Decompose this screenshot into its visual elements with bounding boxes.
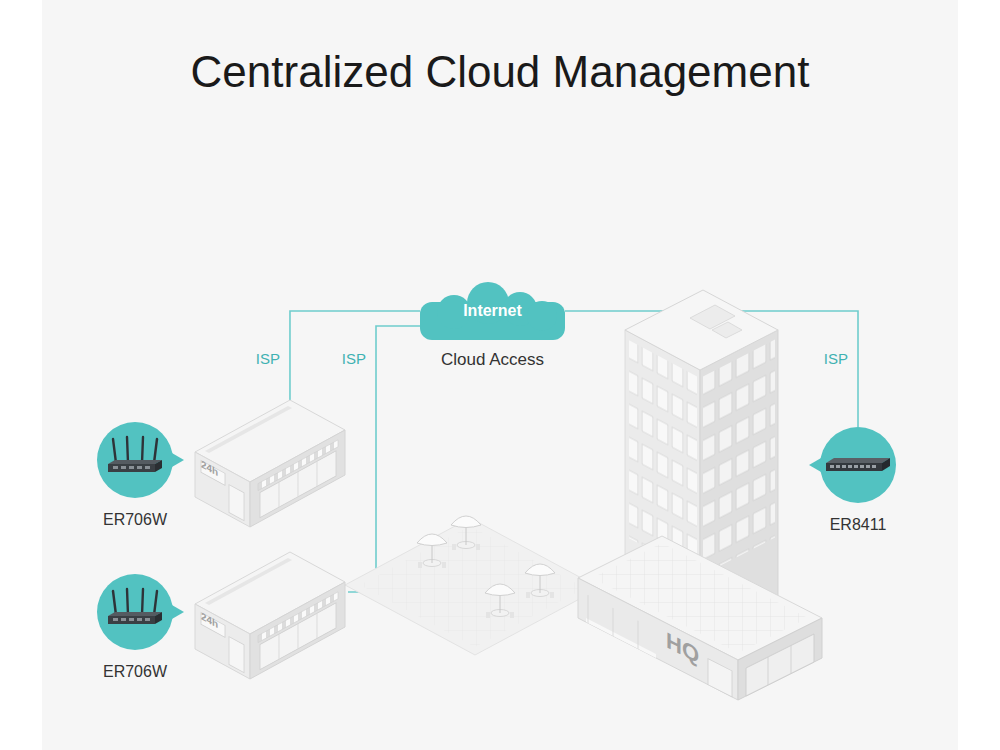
internet-cloud: InternetCloud Access (420, 282, 565, 340)
device-model: ER706W (103, 511, 167, 529)
device-model: ER706W (103, 663, 167, 681)
link-label: ISP (340, 350, 368, 367)
building-sign: 24h (201, 611, 218, 630)
cloud-caption: Cloud Access (441, 350, 544, 370)
isp-link (290, 311, 420, 400)
router-icon (826, 458, 890, 471)
callout-circle (97, 574, 173, 650)
router-callout: ER8411 (820, 427, 896, 503)
cloud-label: Internet (420, 282, 565, 340)
callout-circle (97, 422, 173, 498)
callout-circle (820, 427, 896, 503)
router-callout: ER706W (97, 422, 173, 498)
router-icon (108, 437, 162, 472)
branch-store: 24h (192, 400, 348, 532)
building-sign: HQ (666, 629, 699, 668)
router-callout: ER706W (97, 574, 173, 650)
link-label: ISP (254, 350, 282, 367)
page-title: Centralized Cloud Management (0, 46, 1000, 99)
hq-building: HQ (578, 290, 823, 700)
branch-store: 24h (192, 552, 348, 684)
router-icon (108, 589, 162, 624)
building-sign: 24h (201, 459, 218, 478)
device-model: ER8411 (830, 516, 887, 534)
link-label: ISP (822, 350, 850, 367)
